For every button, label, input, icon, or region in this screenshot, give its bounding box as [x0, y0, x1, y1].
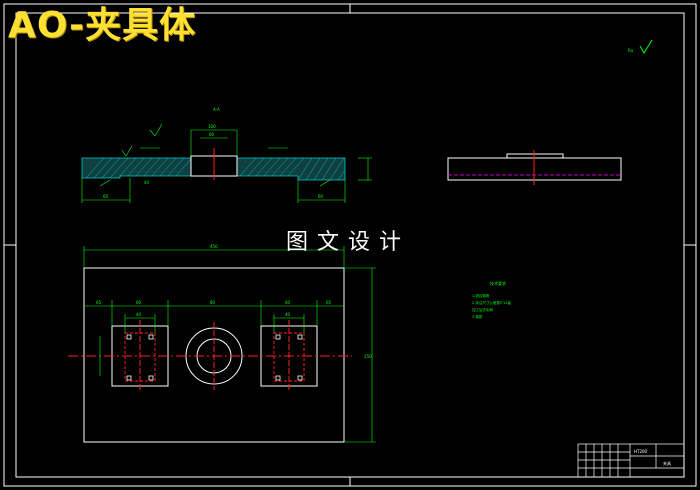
tech-req-title: 技术要求 [490, 280, 506, 286]
section-view-label: A-A [213, 107, 220, 112]
page-title: AO-夹具体 [8, 5, 197, 46]
side-view-boss [506, 153, 564, 159]
watermark-text: 图文设计 [286, 230, 411, 255]
section-hatch-left [81, 157, 192, 179]
sec-dim-40: 40 [144, 180, 150, 185]
roughness-symbol [639, 39, 653, 54]
sec-dim-60: 60 [209, 132, 215, 137]
dim-left-60: 60 [136, 300, 142, 305]
title-block-material: HT200 [634, 449, 648, 454]
title-block [577, 443, 685, 478]
title-block-part: 夹具 [663, 460, 671, 466]
tech-req-line-3: 加工后去毛刺 [472, 307, 493, 312]
dim-right-60: 60 [285, 300, 291, 305]
side-view [447, 150, 622, 185]
dim-center-80: 80 [210, 300, 216, 305]
bolt-holes [126, 334, 303, 381]
sec-dim-right-60: 60 [318, 194, 324, 199]
dim-inner-40a: 40 [136, 312, 142, 317]
tech-req-line-1: 1.锐边倒角 [472, 293, 490, 298]
plan-centerlines [68, 320, 352, 392]
plan-dimensions [83, 246, 376, 443]
plan-view: 450 250 65 60 80 60 65 40 40 [68, 244, 376, 443]
roughness-label: Ra [628, 48, 634, 53]
dim-right-65: 65 [326, 300, 332, 305]
tech-req-line-2: 2.未注尺寸公差按IT12级 [472, 300, 511, 305]
dim-left-65: 65 [96, 300, 102, 305]
dim-height: 250 [364, 354, 372, 359]
technical-requirements: 技术要求 1.锐边倒角 2.未注尺寸公差按IT12级 加工后去毛刺 3.调质 [472, 280, 511, 319]
hatch-lines [85, 157, 346, 181]
dim-inner-40b: 40 [285, 312, 291, 317]
section-view: A-A [81, 107, 372, 203]
plan-body [83, 267, 345, 443]
center-marks [4, 4, 696, 486]
sec-dim-100: 100 [208, 124, 216, 129]
sec-dim-left-60: 60 [103, 194, 109, 199]
dim-overall-width: 450 [210, 244, 218, 249]
section-dimensions [81, 123, 372, 203]
tech-req-line-4: 3.调质 [472, 314, 483, 319]
